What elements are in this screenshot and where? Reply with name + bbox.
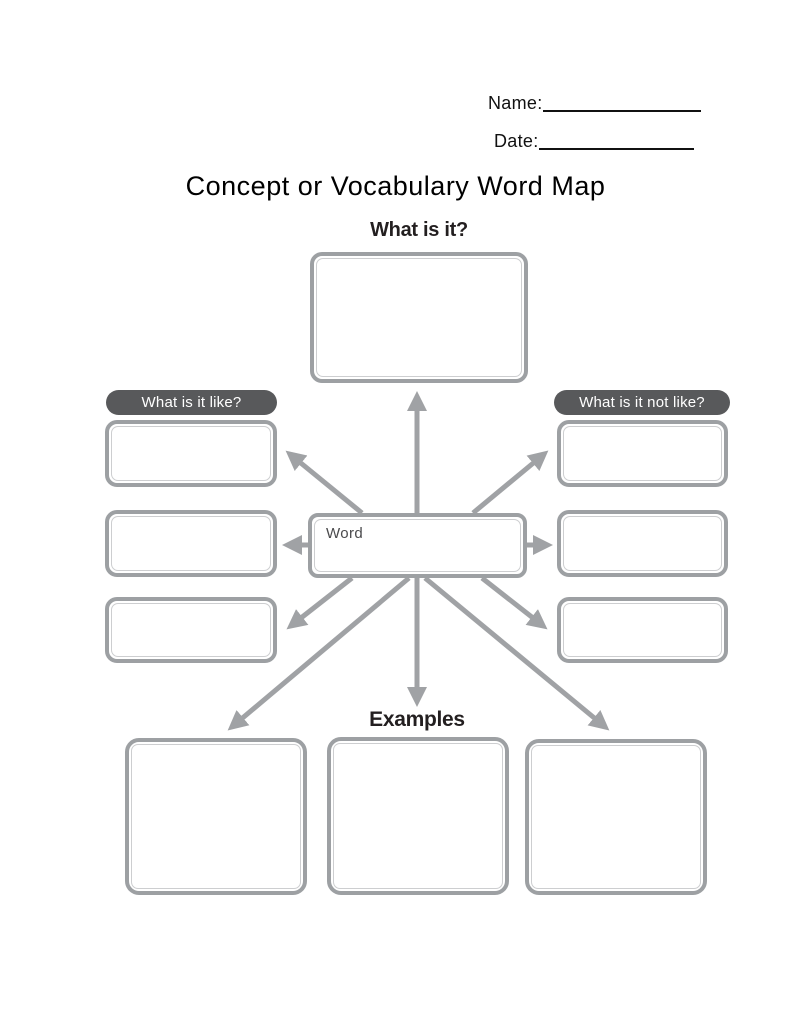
what-is-it-not-like-label: What is it not like? [579, 394, 705, 411]
what-is-it-box [310, 252, 528, 383]
like-box-2 [105, 510, 277, 577]
what-is-it-like-label: What is it like? [141, 394, 242, 411]
date-label: Date: [494, 131, 539, 151]
example-box-1 [125, 738, 307, 895]
word-label: Word [326, 525, 364, 542]
not-like-box-2 [557, 510, 728, 577]
arrow-word-to-example-right [423, 576, 610, 731]
what-is-it-not-like-pill: What is it not like? [554, 390, 730, 415]
worksheet-title: Concept or Vocabulary Word Map [185, 171, 606, 201]
like-box-3 [105, 597, 277, 663]
what-is-it-like-pill: What is it like? [106, 390, 277, 415]
arrow-word-to-not-like-bottom [480, 576, 548, 630]
like-box-1 [105, 420, 277, 487]
example-box-2 [327, 737, 509, 895]
word-box: Word [308, 513, 527, 578]
name-field-row: Name: [488, 94, 701, 112]
arrow-word-to-not-like-top [471, 450, 549, 515]
not-like-box-3 [557, 597, 728, 663]
what-is-it-heading: What is it? [370, 219, 468, 241]
example-box-3 [525, 739, 707, 895]
arrow-word-to-like-bottom [286, 576, 354, 630]
arrow-word-to-example-left [227, 576, 411, 731]
not-like-box-1 [557, 420, 728, 487]
examples-heading: Examples [369, 708, 465, 731]
date-field-row: Date: [494, 132, 694, 150]
date-line [538, 132, 694, 150]
arrow-word-to-like-top [285, 450, 364, 515]
name-line [542, 94, 701, 112]
name-label: Name: [488, 93, 543, 113]
